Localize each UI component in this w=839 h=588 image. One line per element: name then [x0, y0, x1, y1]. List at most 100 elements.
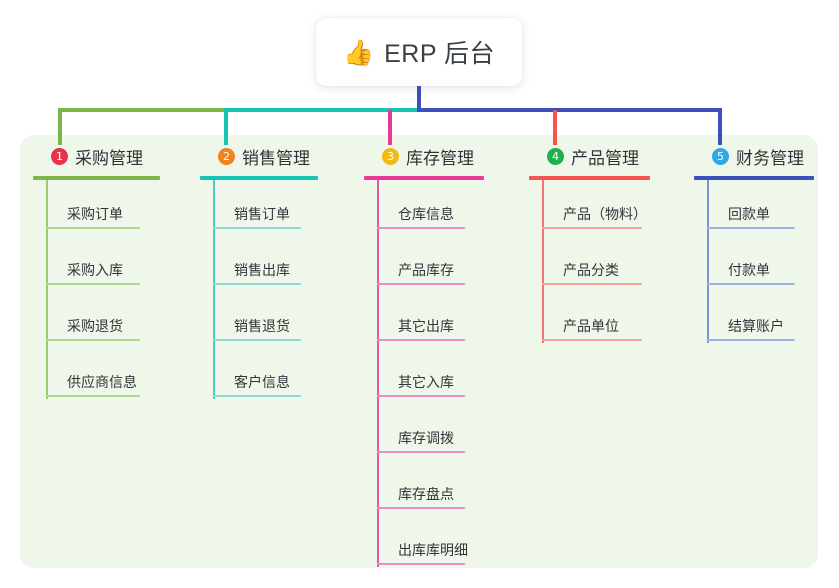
- branch-item-list: 销售订单销售出库销售退货客户信息: [200, 180, 318, 404]
- leaf-item[interactable]: 销售订单: [200, 180, 318, 236]
- branch-title: 库存管理: [406, 148, 474, 168]
- branch-header-财务管理[interactable]: 5 财务管理: [694, 144, 814, 168]
- leaf-item[interactable]: 供应商信息: [33, 348, 160, 404]
- leaf-item[interactable]: 库存盘点: [364, 460, 484, 516]
- leaf-item-rule: [377, 395, 465, 397]
- branch-header-销售管理[interactable]: 2 销售管理: [200, 144, 318, 168]
- leaf-item-rule: [46, 227, 140, 229]
- leaf-item-label: 采购退货: [67, 318, 123, 334]
- branch-item-list: 仓库信息产品库存其它出库其它入库库存调拨库存盘点出库库明细: [364, 180, 484, 572]
- branch-header-库存管理[interactable]: 3 库存管理: [364, 144, 484, 168]
- leaf-item-rule: [377, 339, 465, 341]
- leaf-item-label: 供应商信息: [67, 374, 137, 390]
- leaf-item-label: 销售出库: [234, 262, 290, 278]
- leaf-item-rule: [542, 283, 642, 285]
- root-node-erp-backend[interactable]: 👍 ERP 后台: [316, 18, 522, 86]
- branch-spine-line: [542, 180, 544, 343]
- branch-title: 财务管理: [736, 148, 804, 168]
- branch-spine-line: [46, 180, 48, 399]
- branch-underline-bar: [694, 176, 814, 180]
- leaf-item[interactable]: 产品分类: [529, 236, 650, 292]
- leaf-item-label: 采购入库: [67, 262, 123, 278]
- branch-number-badge: 2: [218, 147, 235, 165]
- branch-title: 采购管理: [75, 148, 143, 168]
- branch-header-采购管理[interactable]: 1 采购管理: [33, 144, 160, 168]
- branch-column-销售管理[interactable]: 2 销售管理销售订单销售出库销售退货客户信息: [200, 144, 318, 404]
- leaf-item[interactable]: 采购退货: [33, 292, 160, 348]
- root-node-title: ERP 后台: [384, 40, 496, 68]
- leaf-item-label: 其它入库: [398, 374, 454, 390]
- branch-underline-bar: [200, 176, 318, 180]
- leaf-item-label: 产品分类: [563, 262, 619, 278]
- diagram-background-panel: [20, 135, 818, 568]
- branch-title: 销售管理: [242, 148, 310, 168]
- leaf-item[interactable]: 付款单: [694, 236, 814, 292]
- leaf-item[interactable]: 结算账户: [694, 292, 814, 348]
- leaf-item-label: 库存盘点: [398, 486, 454, 502]
- leaf-item-rule: [213, 283, 301, 285]
- leaf-item-rule: [707, 283, 795, 285]
- leaf-item-label: 采购订单: [67, 206, 123, 222]
- leaf-item-label: 付款单: [728, 262, 770, 278]
- leaf-item-label: 销售订单: [234, 206, 290, 222]
- leaf-item-rule: [213, 227, 301, 229]
- branch-header-产品管理[interactable]: 4 产品管理: [529, 144, 650, 168]
- leaf-item-rule: [377, 563, 465, 565]
- branch-item-list: 产品（物料） 产品分类产品单位: [529, 180, 650, 348]
- leaf-item[interactable]: 销售出库: [200, 236, 318, 292]
- branch-column-库存管理[interactable]: 3 库存管理仓库信息产品库存其它出库其它入库库存调拨库存盘点出库库明细: [364, 144, 484, 572]
- leaf-item[interactable]: 产品单位: [529, 292, 650, 348]
- leaf-item[interactable]: 其它出库: [364, 292, 484, 348]
- leaf-item-rule: [377, 283, 465, 285]
- leaf-item-label: 产品（物料）: [563, 206, 647, 222]
- leaf-item-label: 销售退货: [234, 318, 290, 334]
- branch-spine-line: [377, 180, 379, 567]
- branch-number-badge: 5: [712, 147, 729, 165]
- leaf-item-label: 客户信息: [234, 374, 290, 390]
- leaf-item-label: 出库库明细: [398, 542, 468, 558]
- leaf-item[interactable]: 产品（物料）: [529, 180, 650, 236]
- leaf-item[interactable]: 采购订单: [33, 180, 160, 236]
- branch-column-财务管理[interactable]: 5 财务管理回款单付款单结算账户: [694, 144, 814, 348]
- leaf-item-label: 回款单: [728, 206, 770, 222]
- branch-item-list: 采购订单采购入库采购退货供应商信息: [33, 180, 160, 404]
- leaf-item-rule: [377, 451, 465, 453]
- branch-title: 产品管理: [571, 148, 639, 168]
- thumbs-up-icon: 👍: [342, 38, 375, 67]
- leaf-item[interactable]: 销售退货: [200, 292, 318, 348]
- leaf-item[interactable]: 出库库明细: [364, 516, 484, 572]
- branch-underline-bar: [529, 176, 650, 180]
- leaf-item[interactable]: 其它入库: [364, 348, 484, 404]
- leaf-item-rule: [213, 339, 301, 341]
- leaf-item-rule: [46, 339, 140, 341]
- leaf-item[interactable]: 库存调拨: [364, 404, 484, 460]
- leaf-item-rule: [707, 227, 795, 229]
- branch-number-badge: 4: [547, 147, 564, 165]
- leaf-item-label: 其它出库: [398, 318, 454, 334]
- leaf-item-label: 产品单位: [563, 318, 619, 334]
- branch-spine-line: [213, 180, 215, 399]
- branch-number-badge: 1: [51, 147, 68, 165]
- leaf-item-rule: [542, 339, 642, 341]
- branch-spine-line: [707, 180, 709, 343]
- leaf-item-rule: [707, 339, 795, 341]
- leaf-item-label: 结算账户: [728, 318, 784, 334]
- leaf-item[interactable]: 客户信息: [200, 348, 318, 404]
- branch-underline-bar: [33, 176, 160, 180]
- branch-item-list: 回款单付款单结算账户: [694, 180, 814, 348]
- leaf-item-label: 库存调拨: [398, 430, 454, 446]
- leaf-item-rule: [542, 227, 642, 229]
- branch-column-产品管理[interactable]: 4 产品管理产品（物料） 产品分类产品单位: [529, 144, 650, 348]
- branch-number-badge: 3: [382, 147, 399, 165]
- branch-underline-bar: [364, 176, 484, 180]
- leaf-item[interactable]: 回款单: [694, 180, 814, 236]
- leaf-item-rule: [213, 395, 301, 397]
- branch-column-采购管理[interactable]: 1 采购管理采购订单采购入库采购退货供应商信息: [33, 144, 160, 404]
- leaf-item[interactable]: 采购入库: [33, 236, 160, 292]
- leaf-item-rule: [46, 283, 140, 285]
- leaf-item[interactable]: 仓库信息: [364, 180, 484, 236]
- leaf-item-rule: [377, 227, 465, 229]
- leaf-item[interactable]: 产品库存: [364, 236, 484, 292]
